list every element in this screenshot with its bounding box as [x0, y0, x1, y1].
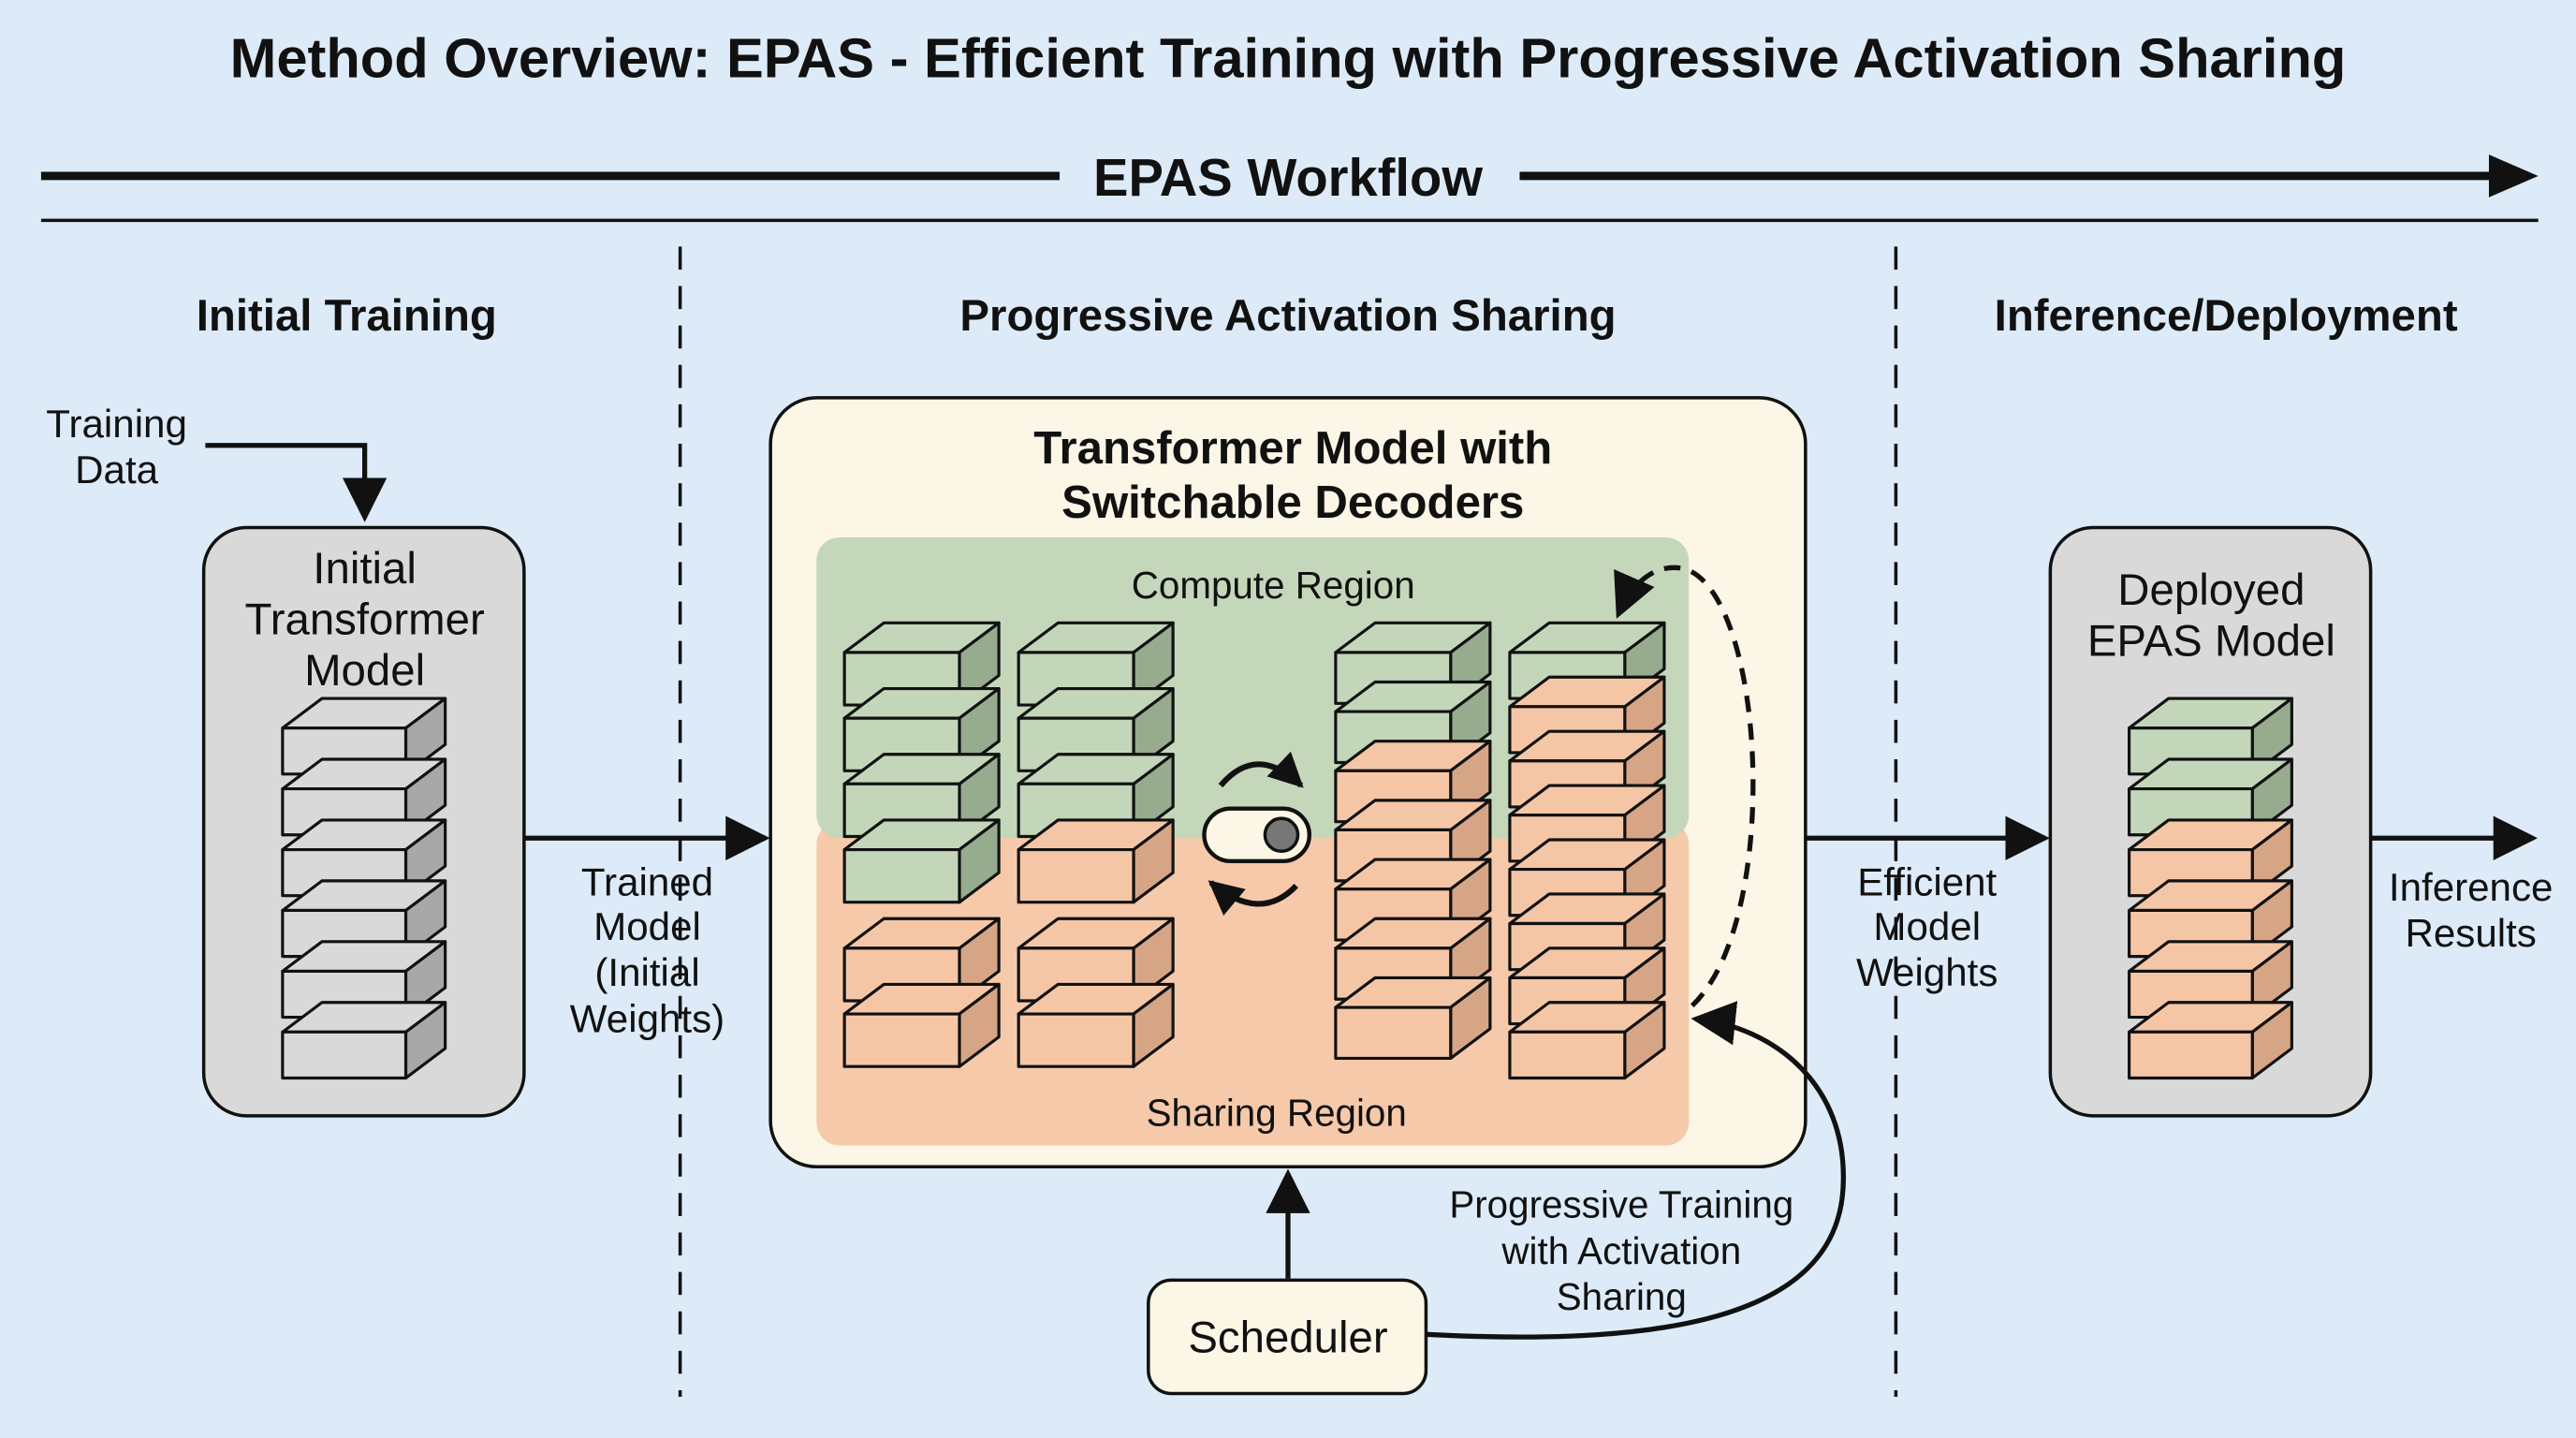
layer-block-orange — [1017, 982, 1175, 1068]
decoder-stack-1 — [842, 621, 1001, 1068]
progressive-training-arrow — [1426, 1001, 1846, 1340]
decoder-stack-3 — [1334, 621, 1492, 1061]
scheduler-label: Scheduler — [1188, 1313, 1387, 1363]
deployed-model-layer-stack — [2128, 697, 2293, 1080]
layer-block-orange — [842, 982, 1001, 1068]
decoder-stack-2 — [1017, 621, 1175, 1068]
rotate-cw-arrow-icon — [1218, 751, 1304, 788]
layer-block-orange — [2128, 1001, 2293, 1080]
decoder-stack-4 — [1508, 621, 1666, 1080]
training-data-arrow — [205, 443, 388, 522]
workflow-label: EPAS Workflow — [1093, 148, 1483, 207]
switch-toggle-icon[interactable] — [1202, 806, 1312, 864]
layer-block-green — [842, 818, 1001, 904]
section-progressive-sharing: Progressive Activation Sharing — [959, 291, 1616, 341]
section-inference: Inference/Deployment — [1995, 291, 2458, 341]
layer-block-green — [2128, 697, 2293, 776]
initial-model-layer-stack — [281, 697, 447, 1080]
layer-block-gray — [281, 1001, 447, 1080]
compute-region-label: Compute Region — [1132, 564, 1415, 607]
layer-block-orange — [1017, 818, 1175, 904]
rotate-ccw-arrow-icon — [1208, 880, 1298, 917]
workflow-arrow — [40, 154, 2539, 223]
layer-block-orange — [1334, 976, 1492, 1061]
page-title: Method Overview: EPAS - Efficient Traini… — [230, 27, 2347, 90]
sharing-region-label: Sharing Region — [1147, 1091, 1407, 1134]
layer-block-orange — [1508, 1001, 1666, 1080]
dashed-feedback-arrow — [1614, 565, 1756, 1008]
section-initial-training: Initial Training — [197, 291, 497, 341]
